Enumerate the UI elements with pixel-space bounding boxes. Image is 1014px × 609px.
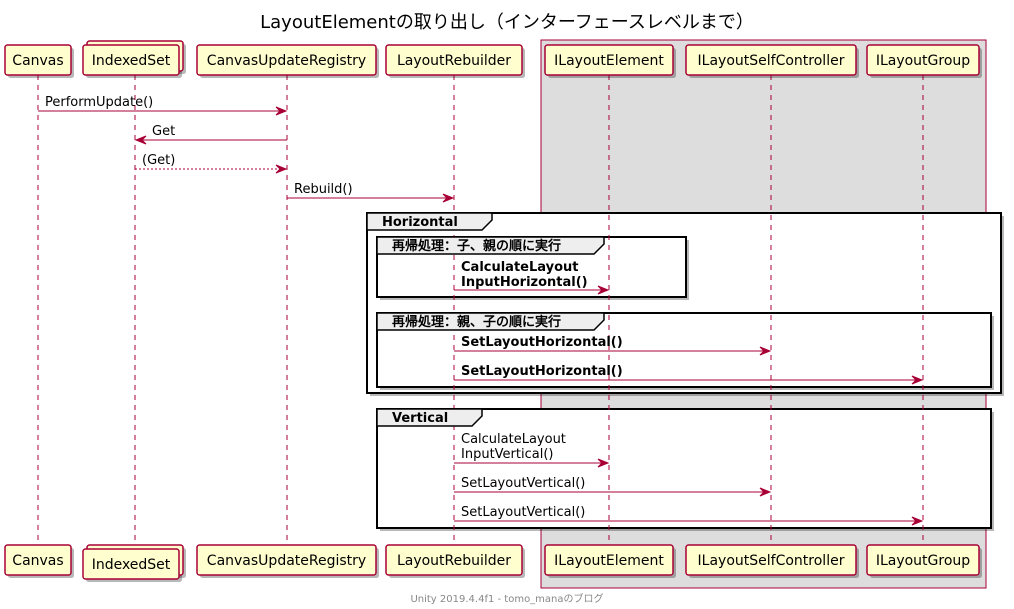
participant-ilayoutselfcontroller-top: ILayoutSelfController — [685, 44, 859, 78]
message-calculate-layout-input-vertical: CalculateLayout InputVertical() — [454, 432, 610, 468]
message-calculate-layout-input-horizontal: CalculateLayout InputHorizontal() — [454, 260, 610, 295]
group-header-tab — [376, 408, 483, 427]
message-arrowhead — [759, 487, 772, 497]
participant-ilayoutelement-top: ILayoutElement — [544, 44, 676, 78]
participant-box — [4, 544, 72, 576]
message-get: Get — [134, 124, 287, 145]
diagram-title: LayoutElementの取り出し（インターフェースレベルまで） — [260, 12, 754, 33]
participant-ilayoutselfcontroller-bottom: ILayoutSelfController — [685, 544, 859, 578]
participant-box — [82, 44, 180, 76]
message-label: SetLayoutHorizontal() — [461, 364, 623, 379]
participant-label: LayoutRebuilder — [397, 53, 511, 69]
participant-box — [385, 544, 523, 576]
participant-box — [196, 44, 377, 76]
message-arrowhead — [911, 375, 924, 385]
participant-label: CanvasUpdateRegistry — [207, 553, 366, 569]
message-arrowhead — [134, 135, 147, 145]
participant-label: IndexedSet — [92, 53, 171, 69]
message-get-return: (Get) — [135, 153, 288, 174]
participant-label: CanvasUpdateRegistry — [207, 53, 366, 69]
group-label-children-first: 再帰処理：子、親の順に実行 — [392, 238, 561, 254]
group-header-horizontal: Horizontal — [366, 212, 493, 231]
group-frame-vertical — [376, 408, 994, 531]
participant-ilayoutgroup-bottom: ILayoutGroup — [866, 544, 982, 578]
message-label: (Get) — [142, 153, 175, 168]
participant-box — [196, 544, 377, 576]
participant-box — [385, 44, 523, 76]
message-label: SetLayoutVertical() — [461, 476, 585, 491]
message-label-line-2: InputHorizontal() — [461, 275, 588, 290]
participant-ilayoutgroup-top: ILayoutGroup — [866, 44, 982, 78]
participant-indexedset-top: IndexedSet — [82, 40, 186, 78]
message-label-line-2: InputVertical() — [461, 447, 553, 462]
participant-indexedset-bottom: IndexedSet — [82, 544, 186, 582]
group-label-parent-first: 再帰処理：親、子の順に実行 — [392, 314, 561, 330]
participant-label: IndexedSet — [92, 557, 171, 573]
participant-label: LayoutRebuilder — [397, 553, 511, 569]
message-rebuild: Rebuild() — [287, 182, 455, 203]
participant-label: ILayoutElement — [554, 553, 664, 569]
participant-box — [866, 44, 980, 76]
group-header-tab — [376, 236, 605, 255]
participant-canvas-bottom: Canvas — [4, 544, 74, 578]
group-frame-parent-first — [376, 312, 994, 390]
message-set-layout-horizontal-self-controller: SetLayoutHorizontal() — [454, 335, 772, 356]
message-set-layout-vertical-group: SetLayoutVertical() — [454, 505, 924, 526]
message-arrowhead — [597, 458, 610, 468]
group-frame-border — [376, 408, 992, 529]
group-frame-border — [376, 312, 992, 388]
group-label-horizontal: Horizontal — [382, 215, 458, 230]
group-header-children-first: 再帰処理：子、親の順に実行 — [376, 236, 605, 255]
participant-box — [544, 544, 674, 576]
participant-layoutrebuilder-top: LayoutRebuilder — [385, 44, 525, 78]
message-label-line-1: CalculateLayout — [461, 260, 579, 275]
group-header-tab — [366, 212, 493, 231]
participant-box — [685, 44, 857, 76]
group-header-parent-first: 再帰処理：親、子の順に実行 — [376, 312, 605, 331]
message-arrowhead — [275, 106, 288, 116]
participant-canvasupdateregistry-top: CanvasUpdateRegistry — [196, 44, 379, 78]
participant-label: ILayoutSelfController — [698, 53, 845, 69]
participant-canvasupdateregistry-bottom: CanvasUpdateRegistry — [196, 544, 379, 578]
message-set-layout-vertical-self-controller: SetLayoutVertical() — [454, 476, 772, 497]
message-arrowhead — [597, 285, 610, 295]
participant-box — [866, 544, 980, 576]
message-label-line-1: CalculateLayout — [461, 432, 566, 447]
participant-label: Canvas — [12, 53, 63, 69]
participant-label: Canvas — [12, 553, 63, 569]
message-label: PerformUpdate() — [45, 95, 153, 110]
message-arrowhead — [442, 193, 455, 203]
message-set-layout-horizontal-group: SetLayoutHorizontal() — [454, 364, 924, 385]
message-arrowhead — [275, 164, 288, 174]
participant-label: ILayoutElement — [554, 53, 664, 69]
participant-label: ILayoutGroup — [876, 553, 970, 569]
participant-box — [544, 44, 674, 76]
message-label: SetLayoutVertical() — [461, 505, 585, 520]
group-header-tab — [376, 312, 605, 331]
participant-box — [685, 544, 857, 576]
participant-canvas-top: Canvas — [4, 44, 74, 78]
participant-layoutrebuilder-bottom: LayoutRebuilder — [385, 544, 525, 578]
message-label: SetLayoutHorizontal() — [461, 335, 623, 350]
message-arrowhead — [911, 516, 924, 526]
message-perform-update: PerformUpdate() — [38, 95, 288, 116]
message-label: Get — [152, 124, 175, 139]
message-label: Rebuild() — [294, 182, 353, 197]
participant-label: ILayoutGroup — [876, 53, 970, 69]
message-arrowhead — [759, 346, 772, 356]
participant-ilayoutelement-bottom: ILayoutElement — [544, 544, 676, 578]
diagram-footer: Unity 2019.4.4f1 - tomo_manaのブログ — [410, 592, 603, 605]
participant-label: ILayoutSelfController — [698, 553, 845, 569]
group-label-vertical: Vertical — [392, 411, 448, 426]
participant-box — [4, 44, 72, 76]
participant-box — [82, 548, 180, 580]
group-header-vertical: Vertical — [376, 408, 483, 427]
